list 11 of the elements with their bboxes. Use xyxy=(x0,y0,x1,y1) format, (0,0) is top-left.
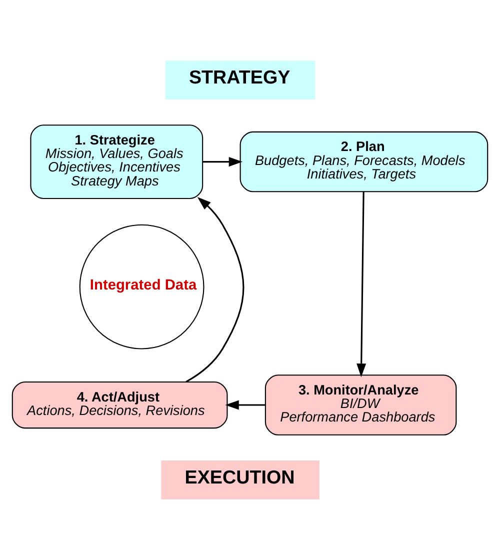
node-box: 1. Strategize Mission, Values, Goals Objectives, Incentives Strategy Maps xyxy=(30,124,204,198)
arrow xyxy=(186,196,244,382)
arrow xyxy=(356,191,366,377)
arrow xyxy=(202,156,242,166)
arrow xyxy=(225,400,266,410)
node-box: EXECUTION xyxy=(161,460,320,499)
node-box: 4. Act/Adjust Actions, Decisions, Revisions xyxy=(12,380,228,428)
node-box: STRATEGY xyxy=(165,60,316,99)
node-circle: Integrated Data xyxy=(79,224,204,349)
node-box: 3. Monitor/Analyze BI/DW Performance Dashboards xyxy=(264,374,457,435)
node-box: 2. Plan Budgets, Plans, Forecasts, Models Initiatives, Targets xyxy=(240,130,488,192)
